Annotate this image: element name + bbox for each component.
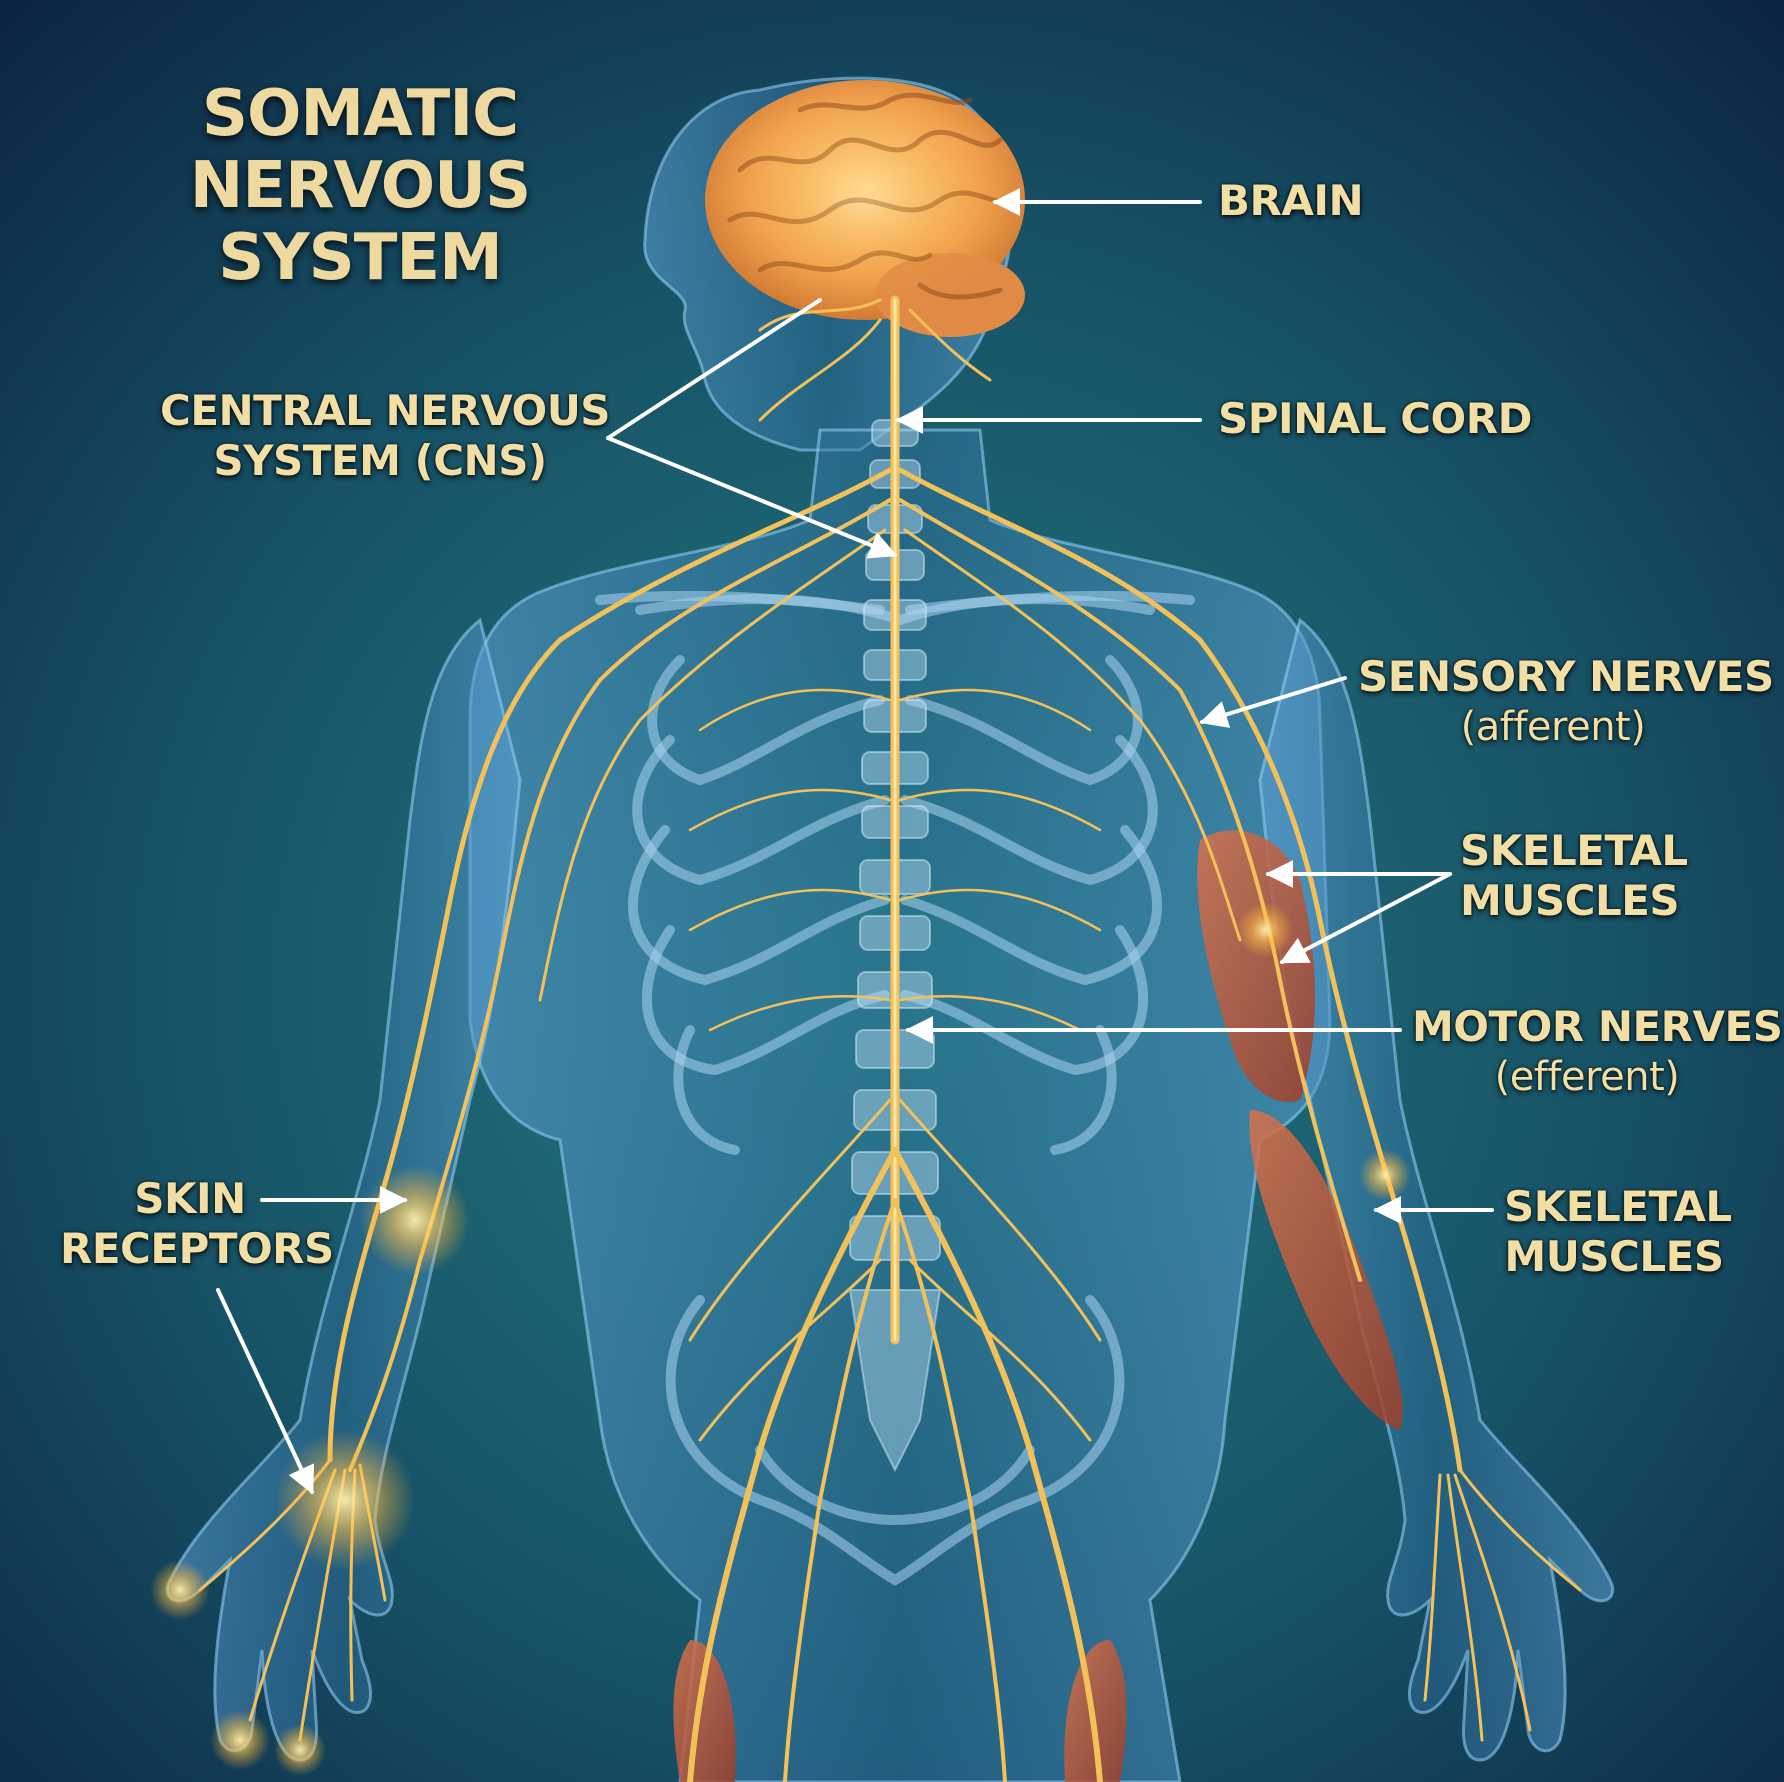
label-spinal-cord-text: SPINAL CORD [1218,394,1532,443]
leader-arrows [216,188,1494,1495]
label-skin-line-1: SKIN [134,1174,246,1223]
label-skeletal-upper-line-1: SKELETAL [1460,826,1688,875]
label-skin-line-2: RECEPTORS [60,1224,334,1273]
label-skeletal-upper-line-2: MUSCLES [1460,876,1680,925]
label-motor-line-1: MOTOR NERVES [1412,1002,1783,1051]
cns-arrow-lower [606,436,898,559]
muscles [673,830,1403,1782]
label-cns-line-2: SYSTEM (CNS) [213,436,547,485]
label-skin-receptors: SKIN RECEPTORS [60,1174,334,1274]
brain [705,80,1025,337]
label-skeletal-lower-line-1: SKELETAL [1504,1182,1732,1231]
label-skeletal-lower-line-2: MUSCLES [1504,1232,1724,1281]
label-cns-line-1: CENTRAL NERVOUS [160,386,611,435]
label-skeletal-muscles-lower: SKELETAL MUSCLES [1504,1182,1732,1282]
nerves [198,295,1582,1782]
label-motor-nerves: MOTOR NERVES (efferent) [1412,1002,1783,1102]
label-spinal-cord: SPINAL CORD [1218,394,1532,444]
title-line-1: SOMATIC [201,77,519,151]
label-sensory-line-2: (afferent) [1460,704,1646,750]
skeleton [595,590,1195,1586]
label-skeletal-muscles-upper: SKELETAL MUSCLES [1460,826,1688,926]
diagram-title: SOMATIC NERVOUS SYSTEM [60,78,660,294]
label-sensory-line-1: SENSORY NERVES [1358,652,1774,701]
title-line-2: NERVOUS SYSTEM [189,149,531,295]
skeletal-upper-arrow-b [1279,872,1452,964]
label-motor-line-2: (efferent) [1494,1054,1680,1100]
label-sensory-nerves: SENSORY NERVES (afferent) [1358,652,1774,752]
label-brain: BRAIN [1218,176,1364,226]
cns-arrow-upper [606,298,822,440]
skin-arrow-lower [216,1288,315,1495]
sensory-arrow [1199,676,1347,728]
label-brain-text: BRAIN [1218,176,1364,225]
label-cns: CENTRAL NERVOUS SYSTEM (CNS) [160,386,611,486]
